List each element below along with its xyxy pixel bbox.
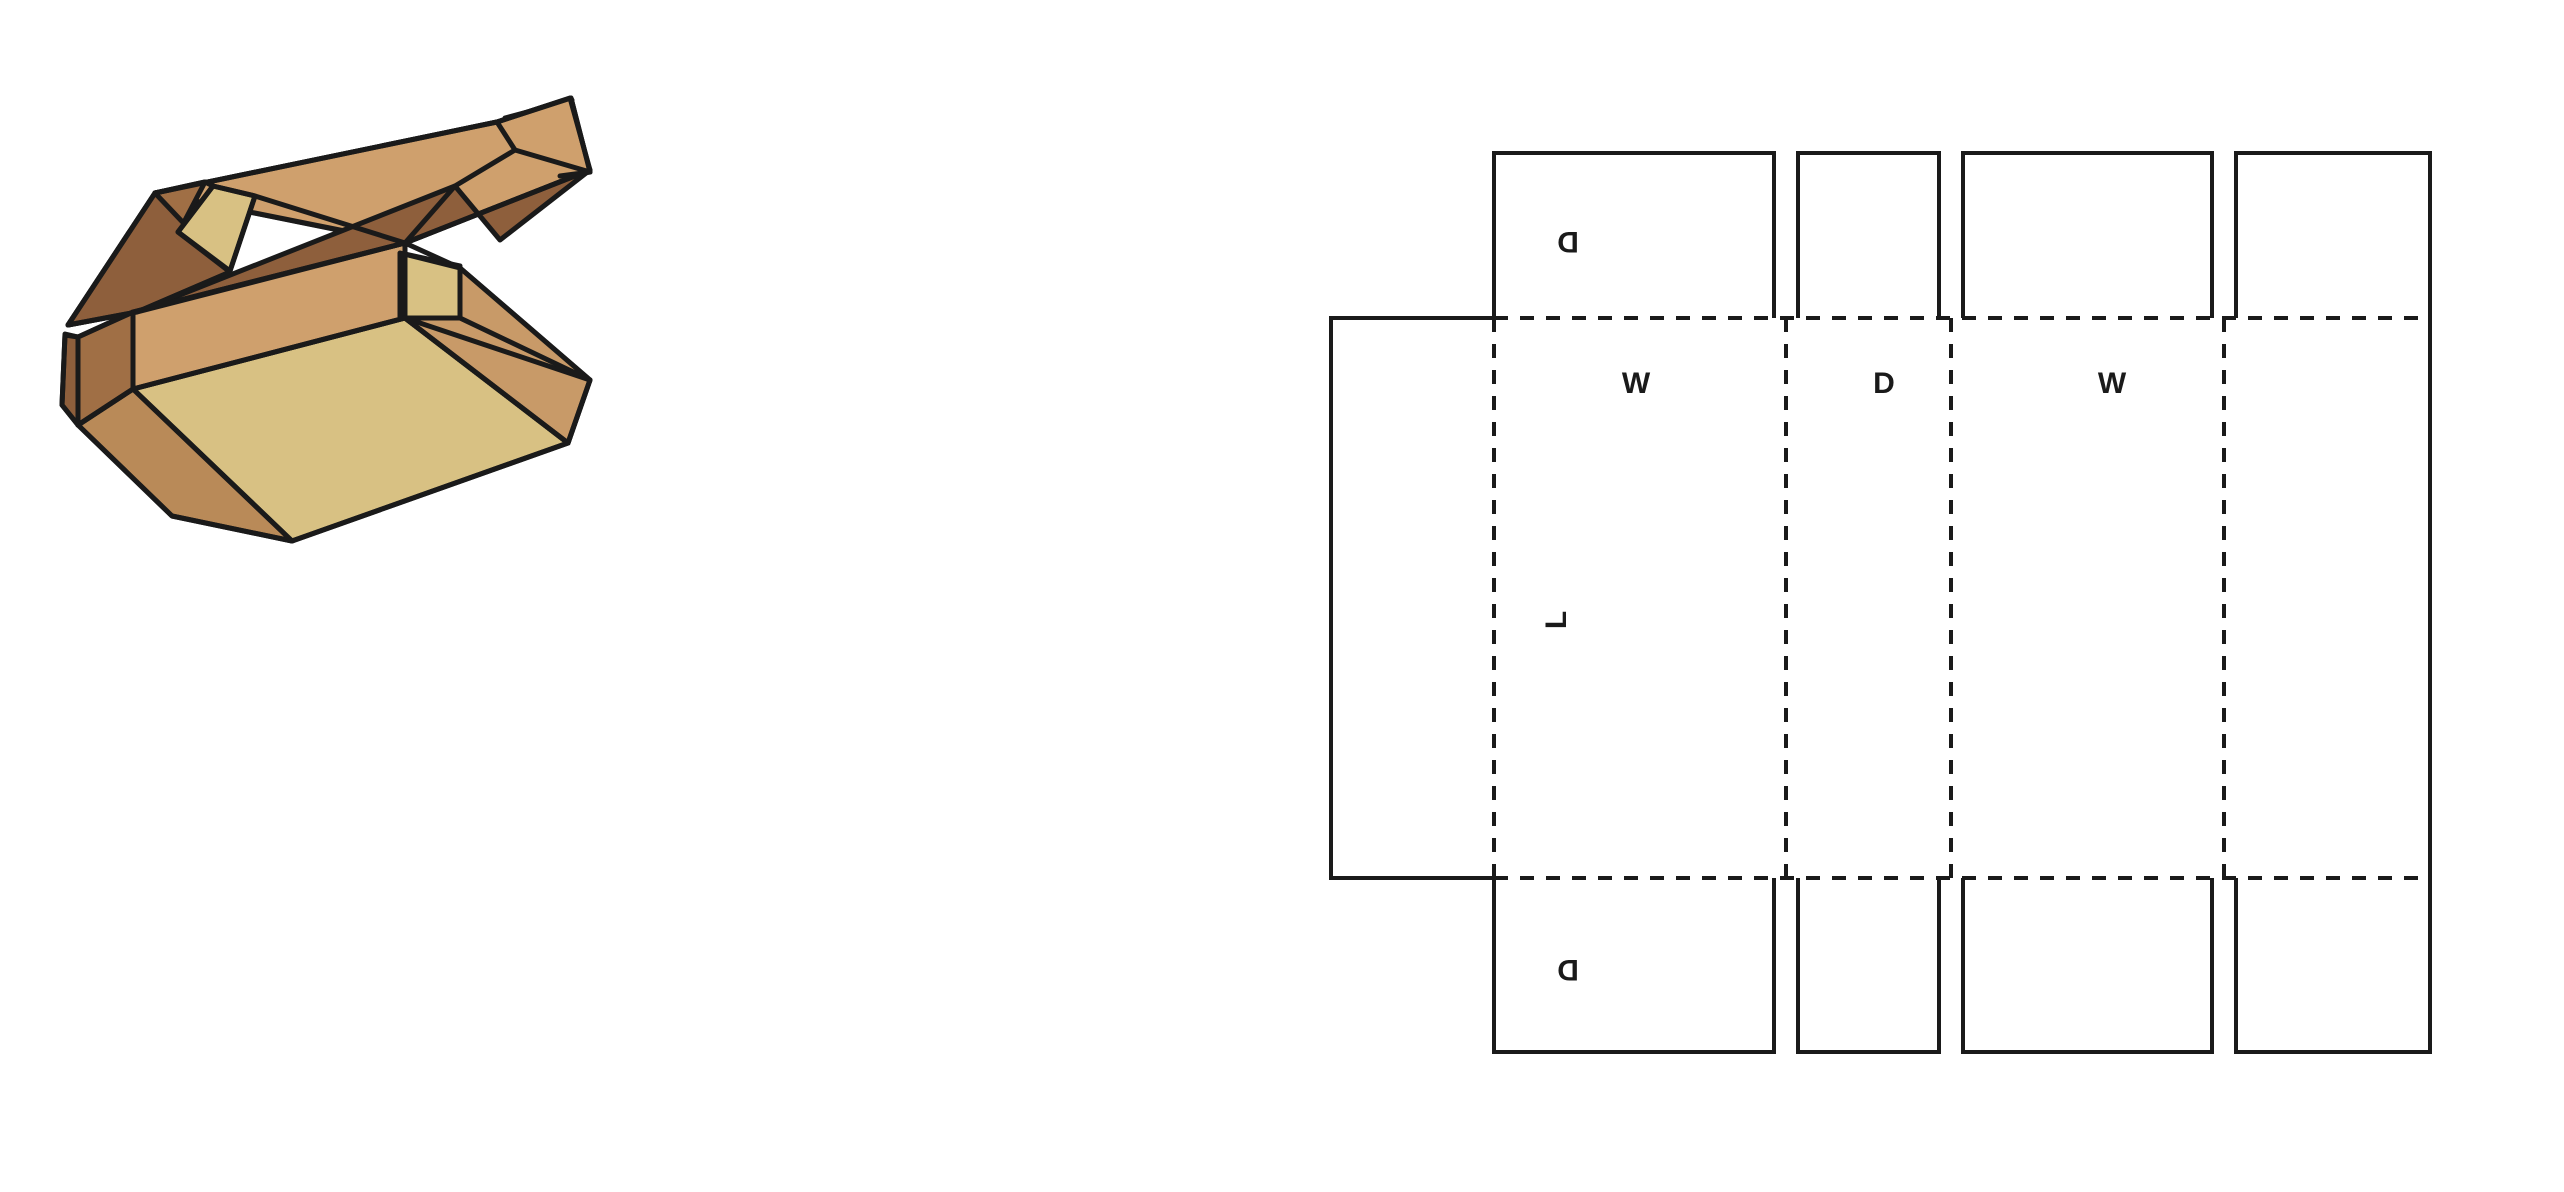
top-flap-2	[1796, 151, 1941, 318]
lid-outline-fold-d	[402, 147, 518, 246]
top-flap-3	[1961, 151, 2214, 318]
lid-outline-fold-e	[494, 119, 518, 153]
bottom-flap-1	[1492, 878, 1776, 1054]
dieline-fold-lines	[1492, 316, 2430, 880]
tray-outline-right-wall	[75, 315, 593, 544]
bottom-flap-3	[1961, 878, 2214, 1054]
top-flap-1	[1492, 151, 1776, 318]
tray-outline-right-fold	[402, 315, 593, 383]
label-panel-d: D	[1873, 367, 1895, 400]
bottom-flap-4	[2234, 878, 2432, 1054]
tray-outline-front-fold	[130, 386, 295, 544]
label-panel-w1: W	[1622, 367, 1651, 400]
lid-outline-body	[65, 179, 233, 328]
label-top-flap-d: D	[1557, 225, 1579, 258]
top-flap-4	[2234, 151, 2432, 318]
dieline-labels: D D W D W L	[1540, 225, 2127, 986]
tray-outline-left-flap	[59, 331, 81, 428]
box-3d-outlines	[59, 95, 593, 544]
label-bottom-flap-d: D	[1557, 953, 1579, 986]
bottom-flap-2	[1796, 878, 1941, 1054]
glue-flap-outline	[1329, 316, 1494, 880]
lid-outline-fold-f	[557, 169, 593, 179]
lid-outline-top	[152, 95, 593, 196]
label-panel-l: L	[1540, 611, 1573, 629]
dieline-cut-lines	[1329, 151, 2432, 1054]
label-panel-w2: W	[2098, 367, 2127, 400]
